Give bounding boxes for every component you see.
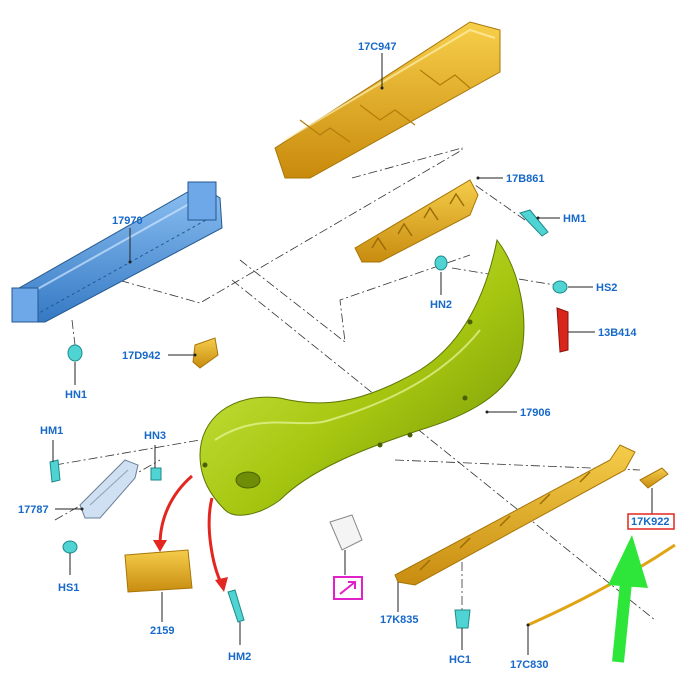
label-17D942: 17D942	[122, 350, 161, 362]
leader-lines	[52, 53, 653, 655]
label-17787: 17787	[18, 504, 49, 516]
label-HS2: HS2	[596, 282, 617, 294]
label-HN1: HN1	[65, 389, 87, 401]
label-17K835: 17K835	[380, 614, 419, 626]
label-HS1: HS1	[58, 582, 79, 594]
clip-HS2	[552, 280, 568, 294]
clip-HN1	[67, 344, 83, 362]
clip-HM1-left	[49, 459, 61, 483]
bracket-17B861	[354, 179, 479, 263]
clips	[49, 209, 568, 629]
label-17B861: 17B861	[506, 173, 545, 185]
cover-2159	[124, 549, 193, 593]
energy-absorber-17C947	[274, 21, 501, 179]
label-HN2: HN2	[430, 299, 452, 311]
clip-HC1	[454, 609, 471, 629]
highlight-box-17K922	[627, 513, 675, 530]
label-17970: 17970	[112, 215, 143, 227]
clip-HN3	[150, 467, 162, 481]
bracket-17787	[79, 459, 139, 519]
label-HC1: HC1	[449, 654, 471, 666]
label-17906: 17906	[520, 407, 551, 419]
label-HM2: HM2	[228, 651, 251, 663]
strip-17C830	[527, 543, 676, 627]
label-HN3: HN3	[144, 430, 166, 442]
clip-HM1-right	[519, 209, 549, 237]
label-HM1-right: HM1	[563, 213, 586, 225]
label-13B414: 13B414	[598, 327, 637, 339]
bumper-beam-17970	[11, 181, 223, 323]
strip-HM2	[227, 589, 245, 623]
label-17C830: 17C830	[510, 659, 549, 671]
bracket-17K922	[639, 467, 669, 489]
label-2159: 2159	[150, 625, 174, 637]
clip-HS1	[62, 540, 78, 554]
tow-symbol-box	[333, 576, 363, 600]
bracket-17D942	[192, 337, 219, 369]
reflector-13B414	[556, 307, 569, 353]
green-arrow	[608, 535, 648, 663]
part-labels: 17C947 17B861 HM1 17970 HN2 HS2 13B414 1…	[18, 41, 670, 671]
lower-trim-17K835	[394, 444, 636, 586]
label-17K922: 17K922	[631, 516, 670, 528]
label-HM1-left: HM1	[40, 425, 63, 437]
tow-eye-cover	[329, 514, 363, 551]
red-arrows	[153, 474, 228, 592]
clip-HN2	[434, 255, 448, 271]
label-17C947: 17C947	[358, 41, 397, 53]
bumper-cover-17906	[199, 238, 525, 516]
